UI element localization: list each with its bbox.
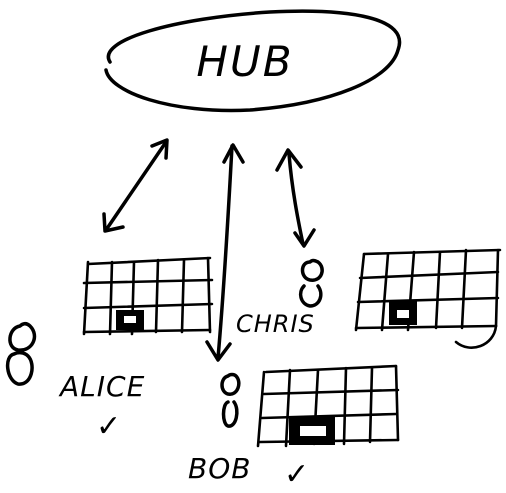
hub-label: HUB <box>196 37 293 86</box>
bob-grid <box>256 364 400 448</box>
chris-label: CHRIS <box>236 310 315 338</box>
bob-label: BOB <box>188 452 251 485</box>
arrow-hub-bob <box>205 143 245 362</box>
bob-avatar <box>220 372 241 428</box>
arrow-hub-chris <box>275 148 316 248</box>
bob-check: ✓ <box>284 457 309 492</box>
chris-grid <box>354 248 502 349</box>
alice-grid <box>82 256 214 336</box>
chris-avatar <box>298 258 324 308</box>
alice-label: ALICE <box>58 370 145 403</box>
alice-check: ✓ <box>96 409 121 444</box>
arrow-hub-alice <box>102 138 169 233</box>
hub-ellipse <box>104 9 402 113</box>
sync-arrows <box>102 138 316 362</box>
hub-node: HUB <box>104 9 402 113</box>
alice-avatar <box>5 321 37 386</box>
